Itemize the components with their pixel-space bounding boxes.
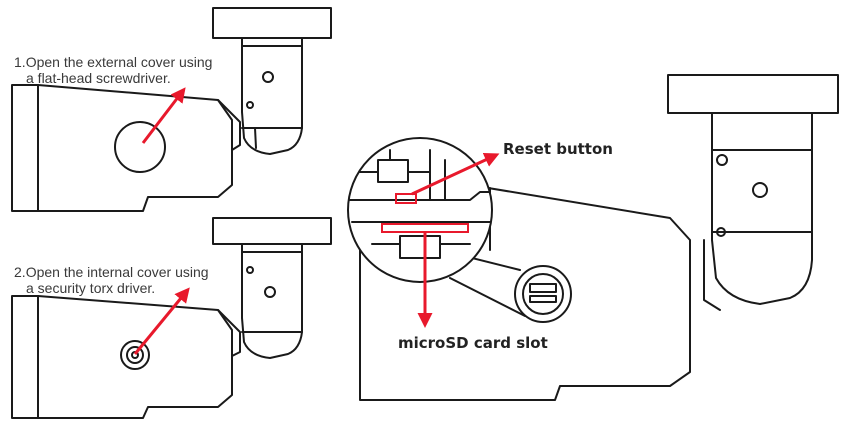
step1-instruction: 1.Open the external cover using a flat-h… bbox=[14, 54, 212, 86]
arrow-step2 bbox=[133, 287, 190, 355]
camera1-mount-base bbox=[212, 7, 332, 39]
camera3-arm bbox=[711, 112, 813, 305]
step1-line1: Open the external cover using bbox=[25, 54, 213, 70]
camera-step1 bbox=[11, 7, 332, 212]
camera2-arm bbox=[241, 243, 303, 359]
camera3-slot-opening bbox=[514, 265, 572, 323]
reset-button-label: Reset button bbox=[503, 140, 613, 158]
magnified-detail bbox=[347, 137, 493, 283]
step1-number: 1. bbox=[14, 54, 26, 70]
camera3-mount-base bbox=[667, 74, 839, 114]
step2-line1: Open the internal cover using bbox=[25, 264, 209, 280]
camera1-external-cover bbox=[114, 121, 166, 173]
camera1-body bbox=[37, 84, 233, 212]
camera1-arm bbox=[241, 37, 303, 155]
camera1-front-ring bbox=[11, 84, 39, 212]
camera2-mount-base bbox=[212, 217, 332, 245]
step1-line2: a flat-head screwdriver. bbox=[26, 70, 171, 86]
arrow-reset-button bbox=[411, 152, 500, 196]
camera3-body bbox=[359, 184, 691, 401]
step2-line2: a security torx driver. bbox=[26, 280, 156, 296]
arrow-step1 bbox=[141, 87, 186, 144]
reset-button-highlight bbox=[395, 193, 417, 204]
microsd-slot-label: microSD card slot bbox=[398, 334, 548, 352]
step2-instruction: 2.Open the internal cover using a securi… bbox=[14, 264, 209, 296]
camera-step2 bbox=[11, 217, 332, 419]
camera2-torx-screw bbox=[120, 340, 150, 370]
camera2-front-ring bbox=[11, 295, 39, 419]
step2-number: 2. bbox=[14, 264, 26, 280]
